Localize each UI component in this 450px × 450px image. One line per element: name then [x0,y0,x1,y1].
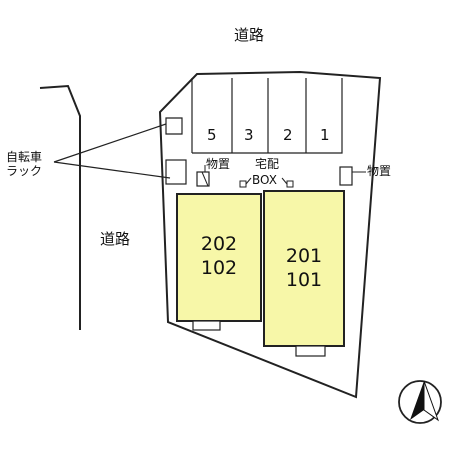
unit-number: 102 [200,257,238,279]
unit-number: 101 [285,269,323,291]
storage-right-label: 物置 [367,164,392,178]
building-left-step [192,320,221,331]
delivery-box-label: 宅配 [255,157,280,171]
parking-space-number: 3 [244,126,254,144]
road-label-west: 道路 [100,230,131,248]
storage-right [339,166,353,186]
delivery-box-label-box: BOX [252,173,277,187]
unit-number: 201 [285,245,323,267]
building-right [263,190,345,347]
parking-space-number: 2 [283,126,293,144]
parking-space-number: 1 [320,126,330,144]
bicycle-rack-lower [165,159,187,185]
delivery-box [239,177,294,188]
building-left [176,193,262,322]
building-right-step [295,345,326,357]
parking-space-number: 5 [207,126,217,144]
building-left-units: 202 102 [177,232,261,280]
unit-number: 202 [200,233,238,255]
road-label-north: 道路 [234,26,265,44]
road-edge-line [39,84,81,330]
parking-area [191,78,343,154]
bicycle-rack-label: 自転車 ラック [6,150,43,178]
north-arrow-icon [398,380,442,424]
building-right-units: 201 101 [264,244,344,292]
bicycle-rack [165,117,183,135]
bicycle-rack-leader [53,123,171,179]
storage-left-label: 物置 [206,157,231,171]
